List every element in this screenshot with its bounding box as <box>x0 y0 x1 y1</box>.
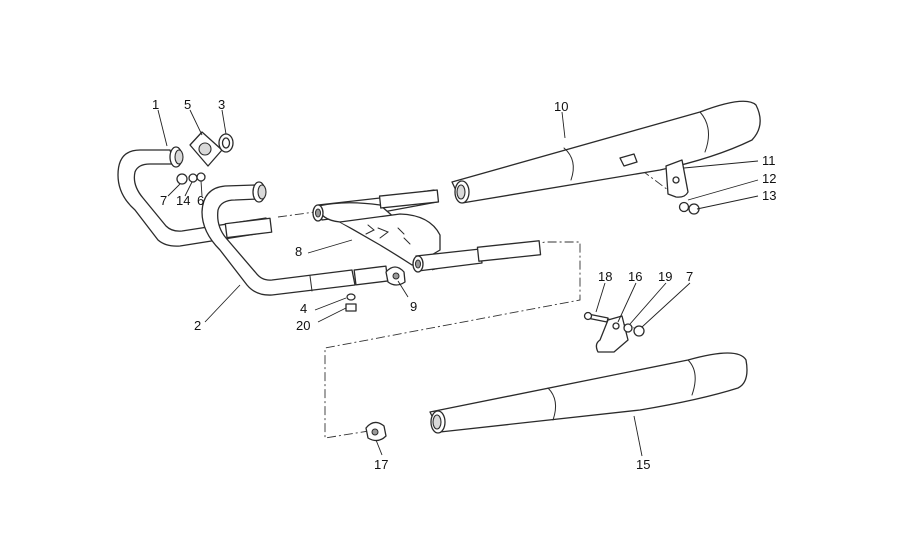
callout-13: 13 <box>762 188 776 203</box>
callout-3: 3 <box>218 97 225 112</box>
callout-8: 8 <box>295 244 302 259</box>
callout-17: 17 <box>374 457 388 472</box>
callout-15: 15 <box>636 457 650 472</box>
balance-pipe-8 <box>312 189 542 273</box>
callout-14: 14 <box>176 193 190 208</box>
callout-11: 11 <box>762 153 776 168</box>
callout-4: 4 <box>300 301 307 316</box>
callout-6: 6 <box>197 193 204 208</box>
callout-2: 2 <box>194 318 201 333</box>
exhaust-header-pipe-1 <box>117 146 273 247</box>
callout-7-upper: 7 <box>160 193 167 208</box>
callout-16: 16 <box>628 269 642 284</box>
callout-12: 12 <box>762 171 776 186</box>
callout-5: 5 <box>184 97 191 112</box>
leader-lines <box>157 109 759 457</box>
callout-20: 20 <box>296 318 310 333</box>
callout-7-lower: 7 <box>686 269 693 284</box>
silencer-15 <box>429 352 748 434</box>
callout-labels: 1 5 3 7 14 6 8 9 4 20 2 10 11 12 13 18 1… <box>152 97 776 472</box>
callout-1: 1 <box>152 97 159 112</box>
callout-19: 19 <box>658 269 672 284</box>
callout-18: 18 <box>598 269 612 284</box>
callout-10: 10 <box>554 99 568 114</box>
silencer-10 <box>451 100 761 204</box>
hardware <box>176 131 700 442</box>
exhaust-header-pipe-2 <box>201 181 389 296</box>
callout-9: 9 <box>410 299 417 314</box>
